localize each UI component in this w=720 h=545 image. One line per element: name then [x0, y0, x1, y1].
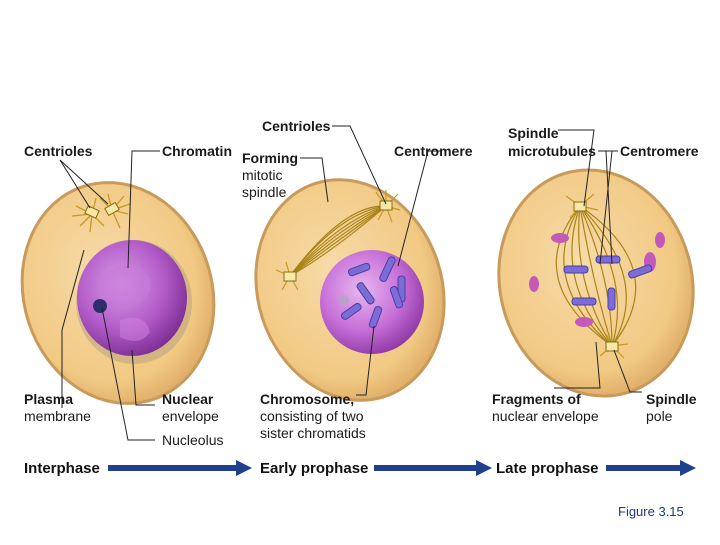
label-chromosome: Chromosome,	[260, 391, 355, 407]
phase-arrows	[108, 460, 696, 476]
label-spindle: spindle	[242, 184, 287, 200]
early-prophase-cell	[254, 125, 446, 402]
label-nuclear: Nuclear	[162, 391, 214, 407]
label-nucleolus: Nucleolus	[162, 432, 224, 448]
label-centrioles: Centrioles	[24, 143, 93, 159]
label-forming: Forming	[242, 150, 298, 166]
label-chromatin: Chromatin	[162, 143, 232, 159]
label-consisting: consisting of two	[260, 408, 364, 424]
phase-early-prophase: Early prophase	[260, 460, 369, 477]
label-centrioles-2: Centrioles	[262, 118, 331, 134]
label-nuclear-envelope-2: nuclear envelope	[492, 408, 599, 424]
chromosomes	[340, 256, 406, 329]
late-chromosomes	[563, 255, 653, 311]
interphase-cell	[20, 150, 216, 441]
label-envelope: envelope	[162, 408, 219, 424]
forming-spindle	[289, 205, 387, 277]
label-sister-chromatids: sister chromatids	[260, 425, 366, 441]
spindle-microtubules	[555, 205, 637, 347]
label-fragments: Fragments of	[492, 391, 581, 407]
label-spindle-mt-2: microtubules	[508, 143, 596, 159]
label-spindle-pole-1: Spindle	[646, 391, 697, 407]
label-spindle-pole-2: pole	[646, 408, 673, 424]
label-spindle-mt-1: Spindle	[508, 125, 559, 141]
label-centromere-2: Centromere	[620, 143, 699, 159]
nucleolus-dot	[93, 299, 107, 313]
label-mitotic: mitotic	[242, 167, 283, 183]
label-plasma: Plasma	[24, 391, 74, 407]
phase-late-prophase: Late prophase	[496, 460, 599, 477]
label-membrane: membrane	[24, 408, 91, 424]
figure-caption: Figure 3.15	[618, 504, 684, 519]
phase-interphase: Interphase	[24, 460, 100, 477]
label-centromere: Centromere	[394, 143, 473, 159]
nucleolus-dot	[339, 295, 349, 305]
late-prophase-cell	[497, 129, 695, 398]
